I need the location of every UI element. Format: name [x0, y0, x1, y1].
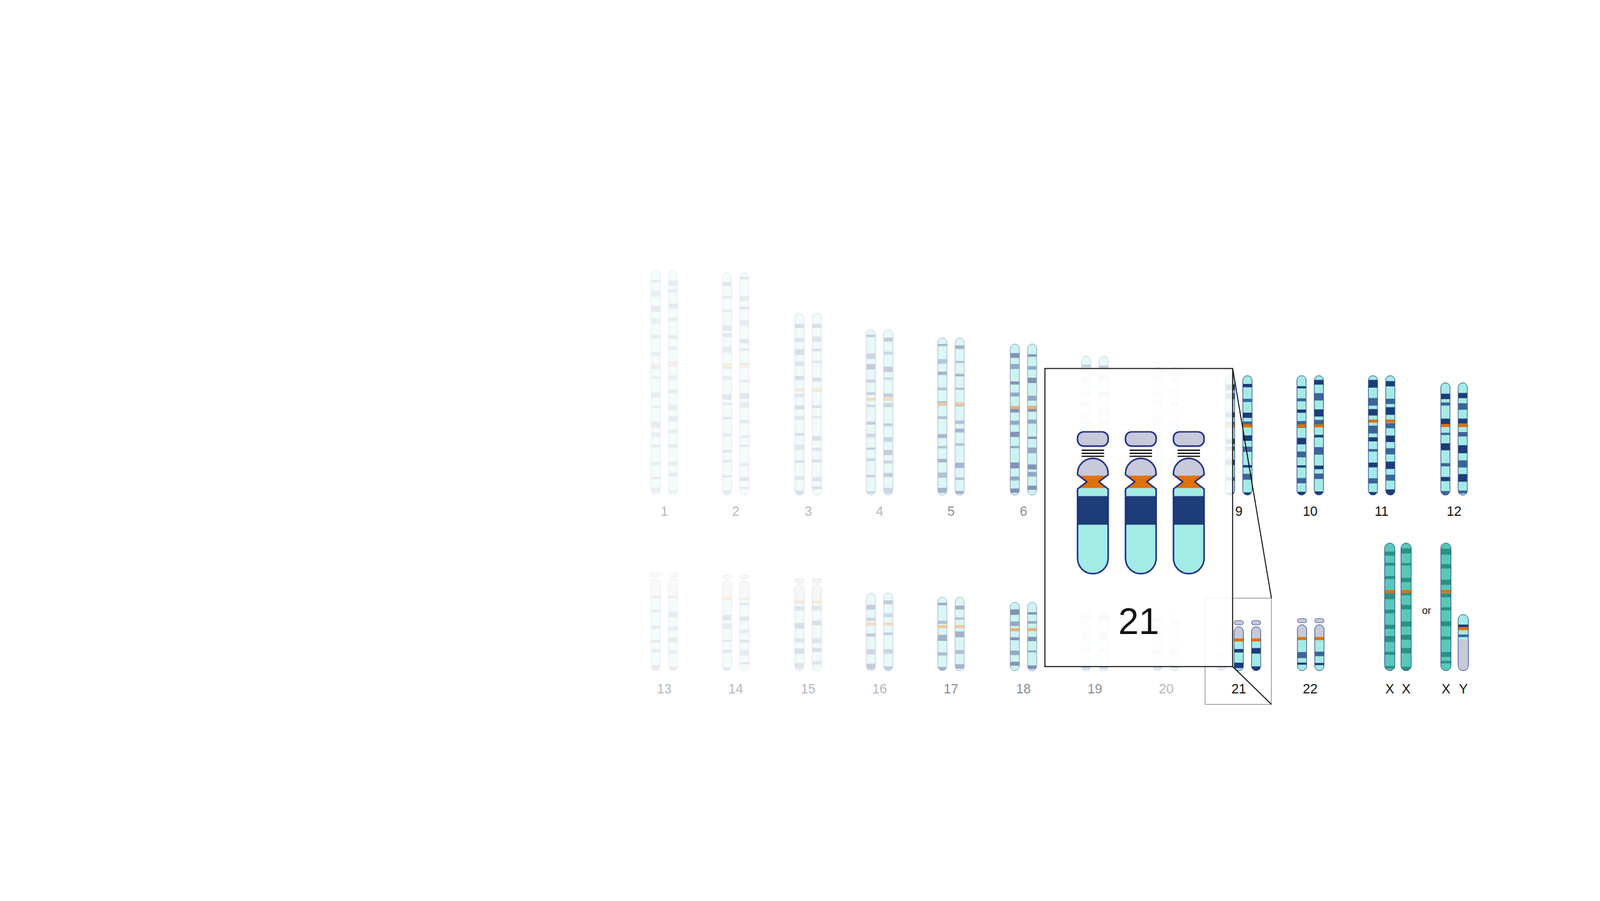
satellite [1234, 620, 1244, 625]
chromosome-number: 1 [660, 504, 669, 518]
chromosome [668, 572, 678, 672]
chromosome [722, 272, 732, 495]
chromosome-number: 15 [800, 681, 816, 695]
chromosome [866, 329, 876, 495]
chromosome [883, 593, 894, 672]
chromosome-number: 18 [1016, 681, 1032, 695]
chromosome [1314, 375, 1324, 495]
chromosome [1440, 382, 1450, 497]
chromosome-number: 16 [872, 681, 888, 695]
chromosome [937, 596, 947, 672]
chromosome [1401, 543, 1412, 673]
chromosome-number: Y [1458, 681, 1468, 695]
enlarged-chromosome [1125, 431, 1157, 580]
chromosome [1296, 375, 1307, 497]
chromosome-number: 20 [1158, 681, 1174, 695]
chromosome [1440, 543, 1451, 671]
chromosome-number: 6 [1020, 504, 1028, 518]
chromosome [651, 572, 661, 671]
chromosome-number: 21 [1231, 681, 1247, 695]
chromosome [795, 578, 805, 671]
chromosome-number: 22 [1303, 681, 1319, 695]
chromosome [1368, 375, 1378, 499]
chromosome [866, 593, 876, 671]
chromosome [1010, 601, 1020, 670]
chromosome [668, 270, 678, 495]
chromosome [740, 272, 750, 495]
chromosome-number: 17 [943, 681, 959, 695]
chromosome [740, 574, 750, 670]
chromosome [1315, 618, 1325, 670]
satellite [740, 574, 750, 579]
chromosome [955, 337, 965, 495]
chromosome [812, 313, 822, 495]
chromosome-number: 13 [656, 681, 672, 695]
chromosome-number: 12 [1446, 504, 1462, 518]
chromosome [1458, 614, 1469, 671]
chromosome-number: 4 [875, 504, 884, 518]
chromosome-group [651, 270, 1469, 705]
chromosome [812, 578, 822, 671]
chromosome-number: 9 [1235, 504, 1243, 518]
chromosome-number: 19 [1087, 681, 1103, 695]
chromosome-number: X [1385, 681, 1395, 695]
chromosome-number: 11 [1375, 504, 1389, 518]
enlarged-chromosome [1077, 431, 1109, 580]
chromosome [1385, 543, 1395, 671]
chromosome-number: 10 [1303, 504, 1319, 518]
zoom-line [1232, 368, 1272, 598]
connector-word: or [1421, 605, 1432, 615]
satellite [651, 572, 661, 577]
chromosome [651, 270, 661, 495]
chromosome [722, 574, 732, 671]
chromosome [937, 337, 947, 495]
satellite [1297, 618, 1307, 623]
chromosome [1010, 343, 1020, 495]
chromosome-number: X [1441, 681, 1450, 695]
chromosome [1251, 620, 1261, 672]
chromosome-number: 14 [728, 681, 744, 695]
chromosome-number: 5 [947, 504, 955, 518]
satellite [795, 578, 805, 584]
satellite [722, 574, 732, 579]
chromosome [1385, 375, 1395, 498]
satellite [1315, 618, 1325, 623]
chromosome-number: 2 [731, 504, 740, 518]
chromosome [883, 329, 894, 495]
zoom-label: 21 [1118, 603, 1159, 640]
enlarged-chromosome [1173, 431, 1205, 580]
chromosome [955, 596, 965, 671]
zoom-inset [1045, 368, 1233, 667]
satellite [812, 578, 822, 584]
chromosome-number: 3 [804, 504, 812, 518]
chromosome-number: X [1401, 681, 1411, 695]
chromosome [1297, 618, 1307, 670]
satellite [668, 572, 678, 577]
chromosome [1234, 620, 1244, 671]
chromosome [795, 313, 805, 495]
chromosome [1027, 601, 1037, 670]
satellite [1251, 620, 1261, 625]
chromosome [1458, 382, 1468, 495]
chromosome [1027, 343, 1037, 495]
